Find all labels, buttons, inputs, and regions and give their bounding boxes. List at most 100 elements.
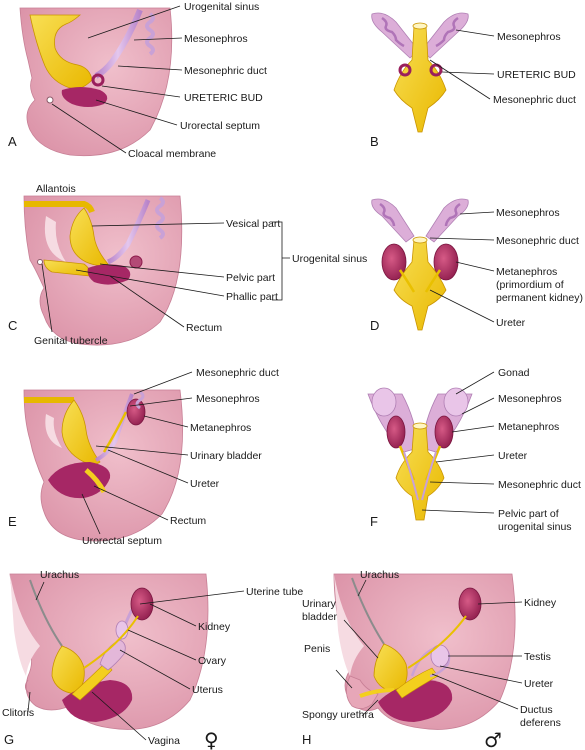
panel-letter-f: F <box>370 514 378 529</box>
cloacal-membrane-marker-a <box>46 96 54 104</box>
mesonephric-duct-a <box>94 8 143 79</box>
label-allantois: Allantois <box>36 183 76 195</box>
clitoris-g <box>24 679 31 695</box>
label-mesonephric-duct-d: Mesonephric duct <box>496 235 579 247</box>
label-ureter-h: Ureter <box>524 678 554 690</box>
urogenital-sinus-a <box>29 14 93 90</box>
label-gonad-f: Gonad <box>498 367 530 379</box>
metanephros-left-f <box>386 415 406 449</box>
panel-f: Gonad Mesonephros Metanephros Ureter Mes… <box>367 367 581 533</box>
label-ductus-h: Ductus <box>520 704 553 716</box>
ureter-right-d <box>424 269 442 293</box>
label-rectum-e: Rectum <box>170 515 206 527</box>
ureter-e <box>102 411 128 453</box>
ureter-g <box>83 615 139 669</box>
label-spongy-urethra-h: Spongy urethra <box>302 709 374 721</box>
label-urinary-bladder-e: Urinary bladder <box>190 450 262 462</box>
male-symbol-icon: ♂ <box>484 728 502 750</box>
label-mesonephros-f: Mesonephros <box>498 393 562 405</box>
label-penis-h: Penis <box>304 643 330 655</box>
label-kidney-g: Kidney <box>198 621 231 633</box>
label-uterus-g: Uterus <box>192 684 223 696</box>
label-vesical-part: Vesical part <box>226 218 280 230</box>
label-ureteric-bud-b: URETERIC BUD <box>497 69 576 81</box>
label-ureter-e: Ureter <box>190 478 220 490</box>
gonad-right-f <box>443 387 469 417</box>
vagina-g <box>71 661 113 701</box>
metanephros-right-f <box>434 415 454 449</box>
label-mesonephros: Mesonephros <box>184 33 248 45</box>
label-mesonephric-duct: Mesonephric duct <box>184 65 267 77</box>
female-symbol-icon: ♀ <box>204 728 219 750</box>
label-urogenital-sinus-c: Urogenital sinus <box>292 253 367 265</box>
label-genital-tubercle: Genital tubercle <box>34 335 108 347</box>
allantois-opening-b <box>412 22 428 30</box>
label-phallic-part: Phallic part <box>226 291 278 303</box>
mesonephric-coil-right-d <box>444 202 461 227</box>
mesonephric-coil-left-d <box>379 202 396 227</box>
urachus-h <box>351 577 385 645</box>
mesonephric-duct-c <box>106 199 151 265</box>
spongy-urethra-h <box>359 688 395 698</box>
mesonephros-coil-c <box>155 196 165 240</box>
allantois-opening-d <box>412 236 428 244</box>
label-urorectal-septum-e: Urorectal septum <box>82 535 162 547</box>
label-mesonephros-b: Mesonephros <box>497 31 561 43</box>
label-mesonephros-e: Mesonephros <box>196 393 260 405</box>
urogenital-sinus-d <box>393 239 447 331</box>
label-ureteric-bud: URETERIC BUD <box>184 92 263 104</box>
label-ovary-g: Ovary <box>198 655 227 667</box>
label-primordium-line1: (primordium of <box>496 279 564 291</box>
panel-letter-d: D <box>370 318 379 333</box>
genital-tubercle-marker-c <box>37 259 43 265</box>
label-bladder-h: bladder <box>302 611 338 623</box>
panel-letter-a: A <box>8 134 17 149</box>
label-urorectal-septum: Urorectal septum <box>180 120 260 132</box>
mesonephros-coil-a <box>145 12 155 56</box>
kidney-h <box>458 587 482 621</box>
ureteric-bud-right-b <box>429 63 443 77</box>
mesonephric-coil-left-b <box>381 16 405 48</box>
label-metanephros-d: Metanephros <box>496 266 557 278</box>
label-urachus-h: Urachus <box>360 569 399 581</box>
allantois-c <box>24 201 95 214</box>
gonad-left-f <box>371 387 397 417</box>
mesonephric-coil-right-b <box>435 16 459 48</box>
embryo-body-e <box>23 389 184 542</box>
allantois-opening-f <box>412 422 428 430</box>
abdominal-wall-g <box>10 574 40 676</box>
urogenital-sinus-b <box>393 25 447 133</box>
label-testis-h: Testis <box>524 651 551 663</box>
label-ureter-d: Ureter <box>496 317 526 329</box>
label-rectum-c: Rectum <box>186 322 222 334</box>
panel-g: Urachus Uterine tube Kidney Ovary Uterus… <box>2 569 303 750</box>
panel-d: Mesonephros Mesonephric duct Metanephros… <box>370 198 583 333</box>
panel-e: Mesonephric duct Mesonephros Metanephros… <box>8 367 279 547</box>
label-metanephros-f: Metanephros <box>498 421 559 433</box>
label-pelvic-part: Pelvic part <box>226 272 275 284</box>
label-pelvic-part-line2: urogenital sinus <box>498 521 572 533</box>
panel-c: Allantois Vesical part Pelvic part Phall… <box>8 183 367 347</box>
panel-letter-e: E <box>8 514 17 529</box>
testis-h <box>430 644 450 668</box>
rectum-c <box>87 264 131 285</box>
label-kidney-h: Kidney <box>524 597 557 609</box>
mesonephric-duct-left-f <box>403 451 419 501</box>
ureteric-bud-c <box>129 255 143 269</box>
label-urachus-g: Urachus <box>40 569 79 581</box>
label-urinary-h: Urinary <box>302 598 337 610</box>
label-mesonephric-duct-e: Mesonephric duct <box>196 367 279 379</box>
urachus-g <box>29 579 63 647</box>
label-deferens-h: deferens <box>520 717 561 729</box>
rectum-e <box>48 462 111 499</box>
panel-letter-c: C <box>8 318 17 333</box>
panel-a: Urogenital sinus Mesonephros Mesonephric… <box>8 1 267 160</box>
label-cloacal-membrane: Cloacal membrane <box>128 148 216 160</box>
label-pelvic-part-line1: Pelvic part of <box>498 508 559 520</box>
tail-fold-e <box>45 414 62 448</box>
hindgut-a <box>61 87 108 107</box>
panel-letter-g: G <box>4 732 14 747</box>
panel-letter-b: B <box>370 134 379 149</box>
panel-h: Urachus Urinary bladder Kidney Penis Tes… <box>302 569 561 750</box>
mesonephric-duct-e <box>95 393 134 462</box>
